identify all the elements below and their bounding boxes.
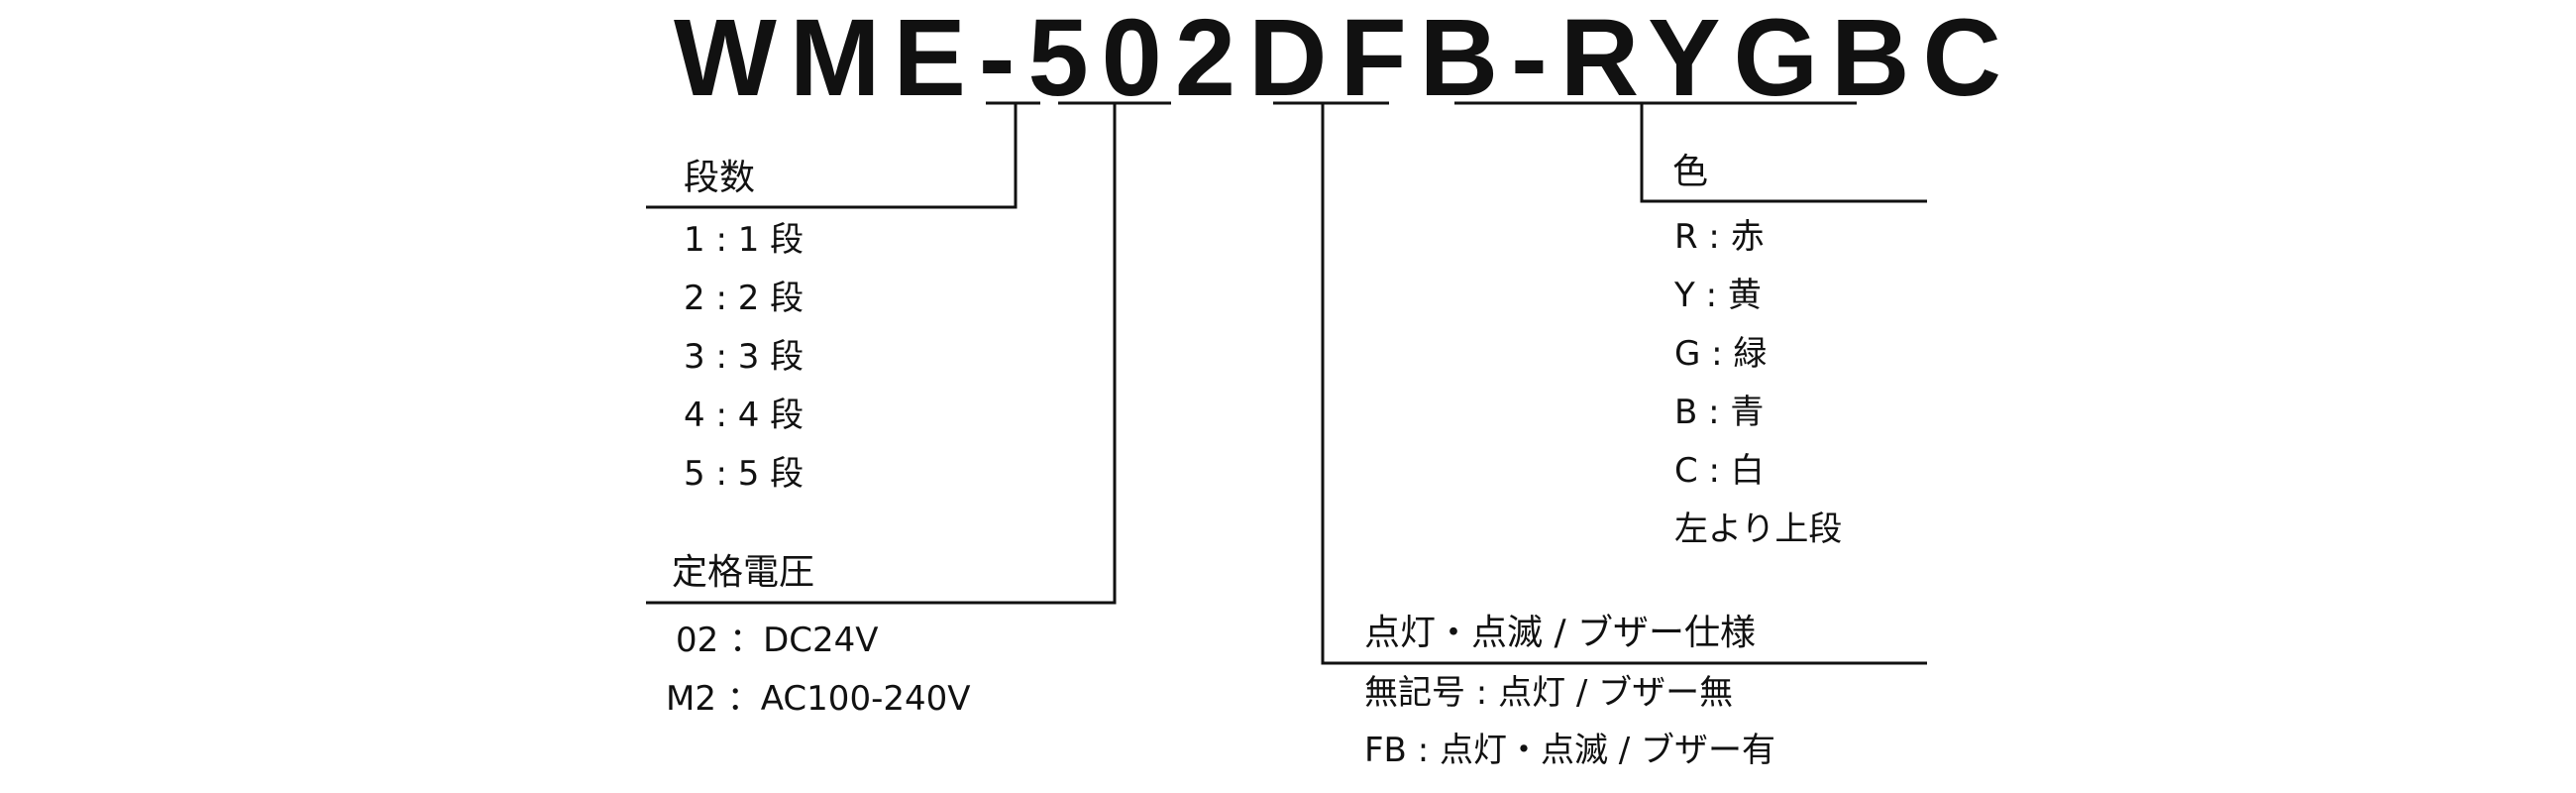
color-option: G : 緑: [1674, 334, 1768, 374]
color-option: Y : 黄: [1674, 276, 1762, 315]
code-tiers: 5: [1027, 0, 1102, 119]
function-option: FB : 点灯・点滅 / ブザー有: [1364, 731, 1776, 770]
color-option: B : 青: [1674, 393, 1765, 432]
connector-colors: [1640, 103, 1927, 203]
connector-function: [1321, 103, 1927, 665]
tiers-option: 4 : 4 段: [684, 396, 805, 435]
code-function: FB: [1340, 0, 1512, 119]
voltage-option: M2 ：AC100-240V: [666, 679, 971, 719]
tiers-option: 2 : 2 段: [684, 279, 805, 318]
voltage-option: 02 ：DC24V: [676, 621, 879, 660]
model-code: WME-502DFB-RYGBC: [674, 0, 2014, 118]
tiers-option: 5 : 5 段: [684, 454, 805, 494]
connector-voltage: [646, 103, 1117, 605]
connector-tiers: [646, 103, 1018, 209]
tiers-heading: 段数: [684, 158, 756, 198]
colors-note: 左より上段: [1674, 510, 1843, 549]
code-voltage: 02: [1101, 0, 1249, 119]
colors-heading: 色: [1672, 152, 1709, 192]
code-fixed-d: D: [1248, 0, 1341, 119]
color-option: R : 赤: [1674, 217, 1765, 257]
color-option: C : 白: [1674, 451, 1765, 491]
voltage-heading: 定格電圧: [672, 552, 815, 593]
tiers-option: 3 : 3 段: [684, 337, 805, 377]
code-dash: -: [1511, 0, 1560, 119]
code-colors: RYGBC: [1559, 0, 2014, 119]
function-option: 無記号 : 点灯 / ブザー無: [1364, 673, 1734, 713]
tiers-option: 1 : 1 段: [684, 220, 805, 260]
code-prefix: WME-: [674, 0, 1028, 119]
function-heading: 点灯・点滅 / ブザー仕様: [1364, 613, 1757, 653]
